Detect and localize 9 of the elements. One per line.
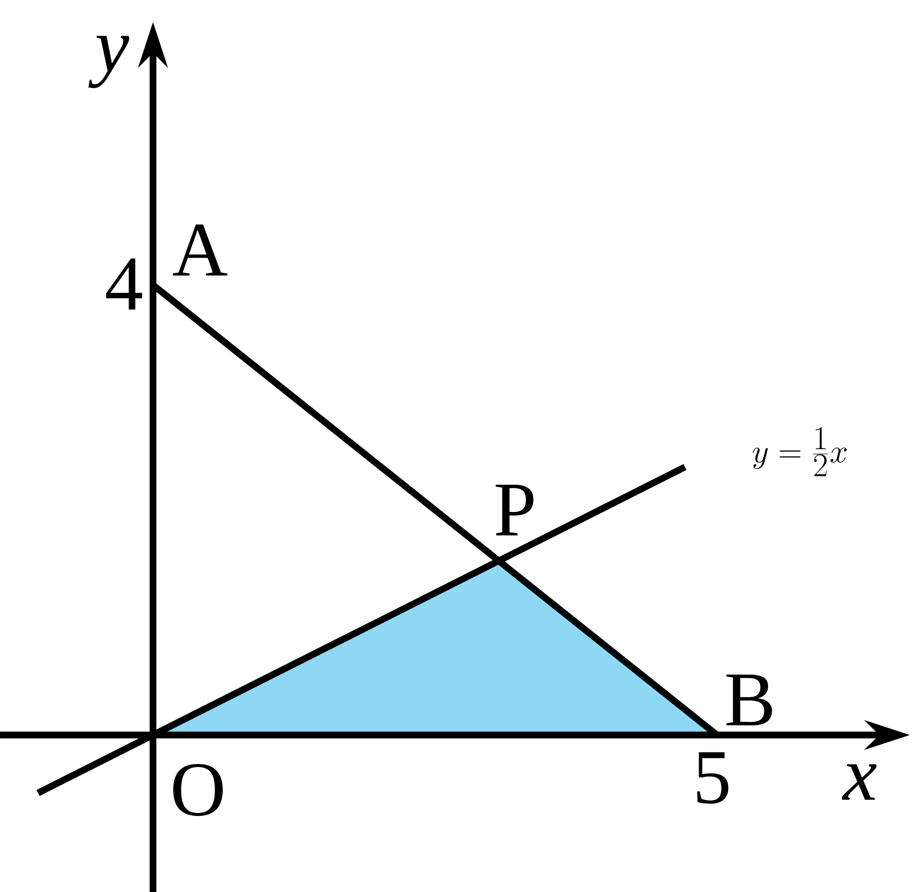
point-label: A — [172, 224, 228, 276]
tick-label: 5 — [697, 752, 728, 804]
point-label: P — [496, 484, 534, 536]
tick-label: 4 — [106, 258, 142, 310]
point-label: B — [726, 674, 772, 726]
axis-label: y — [88, 36, 130, 88]
point-label: O — [173, 764, 223, 816]
equation-label: $y=\frac{1}{2}x$ — [752, 427, 847, 476]
axis-label: x — [842, 764, 877, 800]
